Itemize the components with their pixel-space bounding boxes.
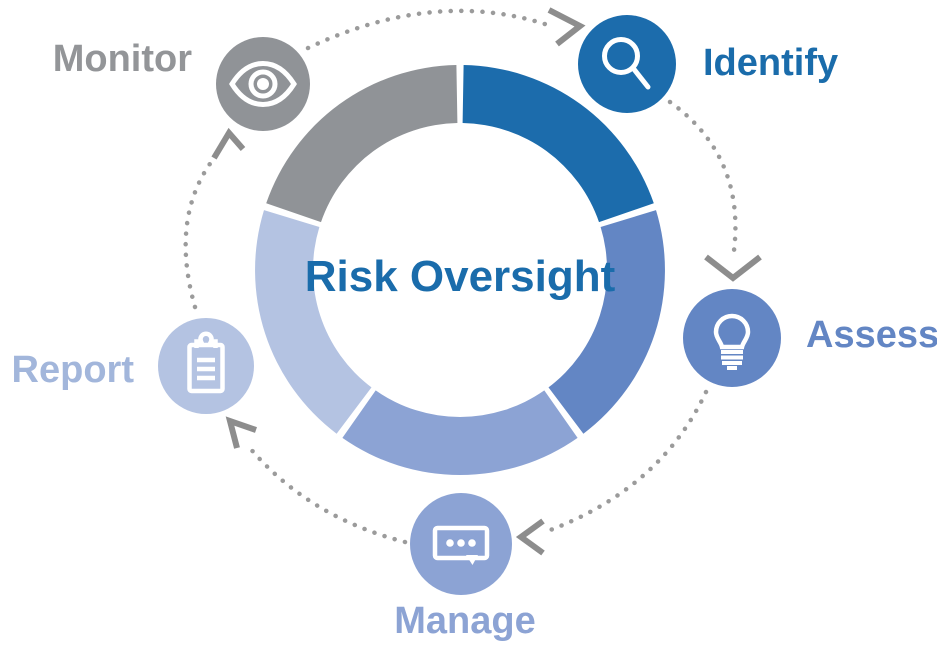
arrow-dotted-line xyxy=(305,8,551,51)
eye-icon xyxy=(229,60,297,108)
stage-label-manage: Manage xyxy=(394,600,535,642)
stage-label-monitor: Monitor xyxy=(53,38,193,80)
arrow-head-icon xyxy=(225,416,257,449)
stage-icon-manage xyxy=(410,493,512,595)
stage-label-identify: Identify xyxy=(703,42,838,84)
arrow-report-to-monitor xyxy=(183,127,246,310)
ring-segment-identify xyxy=(462,65,654,223)
stage-icon-assess xyxy=(683,289,781,387)
arrow-head-icon xyxy=(704,254,762,282)
magnifier-icon xyxy=(602,37,651,90)
arrow-dotted-line xyxy=(667,99,738,261)
report-circle xyxy=(158,318,254,414)
stage-icon-report xyxy=(158,318,254,414)
speech-bubble-icon xyxy=(432,525,490,565)
arrow-monitor-to-identify xyxy=(305,7,586,51)
ring-segment-monitor xyxy=(266,65,458,223)
donut-ring xyxy=(255,65,665,475)
stage-label-report: Report xyxy=(12,349,135,391)
arrow-dotted-line xyxy=(183,149,222,310)
assess-circle xyxy=(683,289,781,387)
identify-circle xyxy=(578,15,676,113)
arrow-head-icon xyxy=(515,518,545,556)
arrow-identify-to-assess xyxy=(667,99,762,282)
lightbulb-icon xyxy=(713,313,751,370)
arrow-assess-to-manage xyxy=(515,389,709,556)
stage-icon-identify xyxy=(578,15,676,113)
arrow-head-icon xyxy=(211,127,246,160)
ring-segment-manage xyxy=(342,390,578,475)
arrow-head-icon xyxy=(547,7,586,47)
arrow-manage-to-report xyxy=(225,416,408,545)
stage-label-assess: Assess xyxy=(806,314,937,356)
ring-segment-assess xyxy=(548,210,665,434)
ring-segment-report xyxy=(255,210,372,434)
stage-icon-monitor xyxy=(216,37,310,131)
arrow-dotted-line xyxy=(246,444,408,545)
arrow-dotted-line xyxy=(542,389,709,535)
clipboard-icon xyxy=(187,331,225,394)
diagram-title: Risk Oversight xyxy=(305,252,616,301)
